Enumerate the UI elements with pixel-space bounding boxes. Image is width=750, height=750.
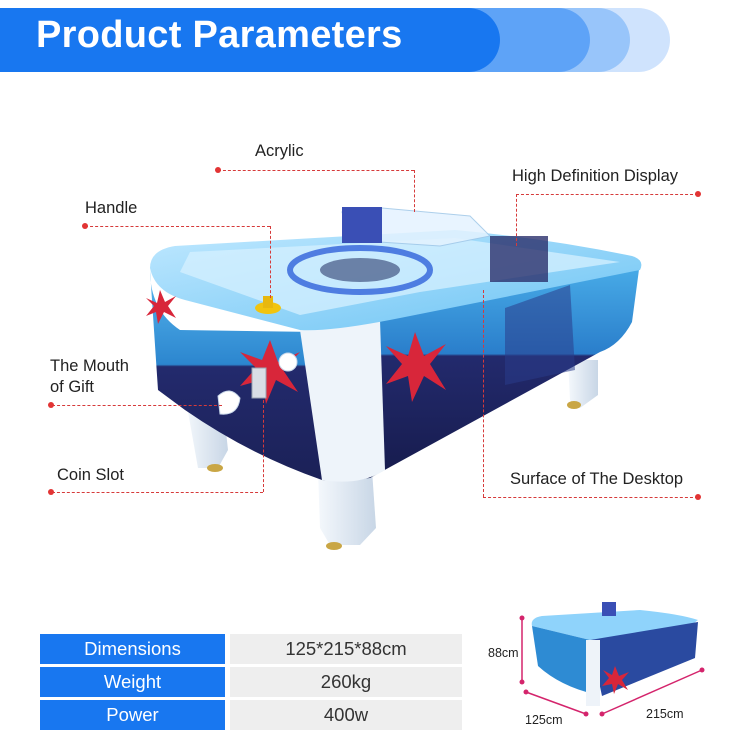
callout-gift-line1: The Mouth [50,357,129,375]
callout-display: High Definition Display [512,167,678,185]
thumb-display [602,602,616,616]
callout-dot [695,191,701,197]
table-side-left [150,270,322,480]
callout-dot [695,494,701,500]
dim-endpoint [699,667,705,673]
callout-coin-slot: Coin Slot [57,466,124,484]
dim-endpoint [523,689,529,695]
thumb-star [602,666,629,694]
callout-line [52,405,222,406]
callout-line [483,497,698,498]
callout-line [218,170,414,171]
callout-line [414,170,415,212]
dimension-thumbnail [519,602,705,717]
page-title: Product Parameters [36,14,403,56]
table-leg [318,470,376,545]
caster-wheel [207,464,223,472]
thumb-top [531,610,698,640]
spec-value: 400w [230,700,462,730]
mallet-handle [263,296,273,308]
callout-dot [48,402,54,408]
spec-value: 260kg [230,667,462,697]
callout-gift-mouth: The Mouth of Gift [50,356,129,398]
callout-line [263,400,264,492]
callout-dot [82,223,88,229]
callout-gift-line2: of Gift [50,378,95,396]
callout-dot [215,167,221,173]
spec-row-dimensions: Dimensions 125*215*88cm [40,634,462,664]
callout-dot [48,489,54,495]
dim-endpoint [519,615,525,621]
dim-length-label: 215cm [646,707,684,721]
spec-label: Weight [40,667,225,697]
spec-label: Power [40,700,225,730]
corner-pillar [300,320,385,482]
callout-line [270,226,271,298]
dim-endpoint [583,711,589,717]
caster-wheel [567,401,581,409]
callout-surface: Surface of The Desktop [510,470,684,488]
coin-slot [251,367,267,399]
callout-line [516,194,698,195]
spec-row-weight: Weight 260kg [40,667,462,697]
dim-length-line [601,669,703,715]
air-hockey-table-illustration [146,207,642,550]
dim-width-label: 125cm [525,713,563,727]
callout-line [483,290,484,497]
callout-handle: Handle [85,199,138,217]
score-display [490,236,548,282]
callout-line [85,226,270,227]
thumb-side [532,626,594,694]
header-banner: Product Parameters [0,0,750,80]
dim-height-label: 88cm [488,646,519,660]
star-decoration [146,290,176,324]
dim-width-line [525,691,587,715]
thumb-pillar [586,640,600,706]
display-panel [342,207,382,243]
spec-row-power: Power 400w [40,700,462,730]
gift-mouth [278,352,298,372]
callout-line [52,492,263,493]
star-decoration [386,332,446,402]
table-leg [568,360,598,408]
spec-value: 125*215*88cm [230,634,462,664]
caster-wheel [326,542,342,550]
goal-grid [320,258,400,282]
gift-outlet [217,390,241,415]
dim-endpoint [519,679,525,685]
dim-endpoint [599,711,605,717]
spec-label: Dimensions [40,634,225,664]
brand-logo [505,285,575,385]
center-ring [287,245,433,295]
callout-acrylic: Acrylic [255,142,304,160]
callout-line [516,194,517,246]
star-decoration [240,340,300,404]
header-bar-front [0,8,500,72]
